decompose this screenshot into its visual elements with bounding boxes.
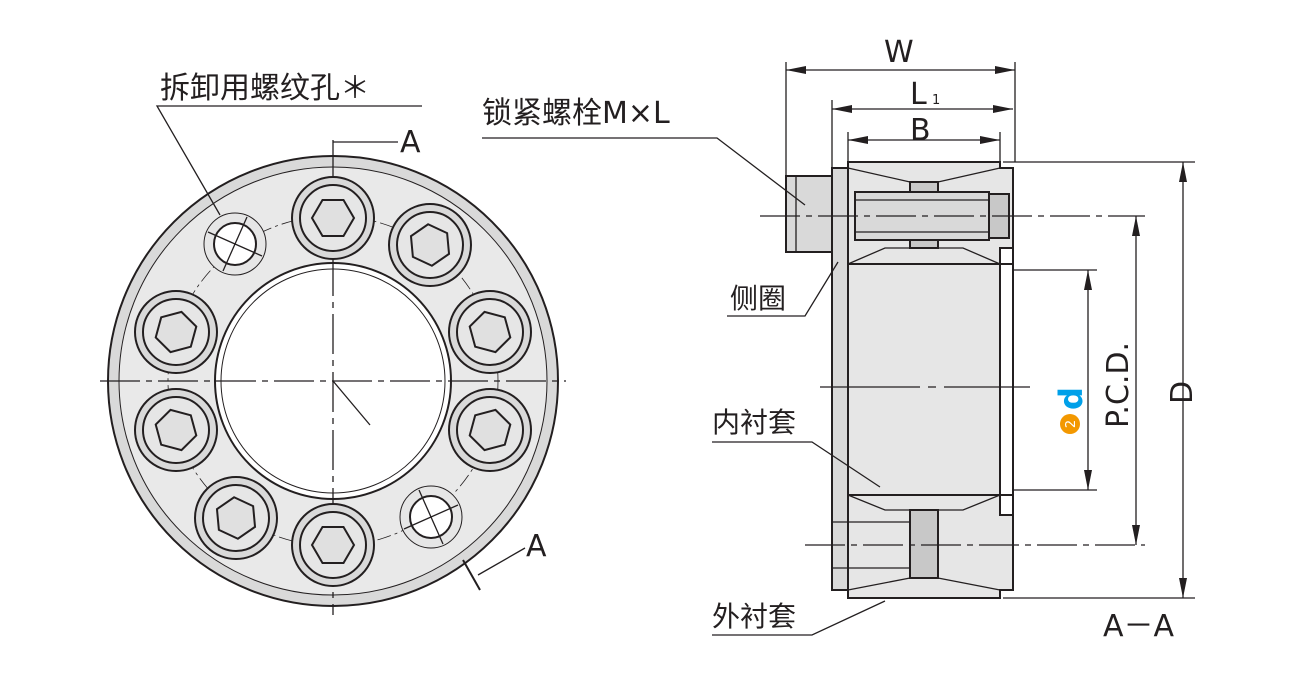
side-ring-leader <box>727 261 839 317</box>
dim-PCD-label: P.C.D. <box>1101 342 1136 428</box>
lock-bolt-head <box>785 175 833 253</box>
dim-B-label: B <box>910 113 931 148</box>
bolt-left-upper <box>134 290 218 374</box>
dim-D-label: D <box>1165 381 1200 404</box>
section-mark-top: A <box>400 125 421 160</box>
section-mark-bottom: A <box>526 529 547 564</box>
dim-L1-subscript: 1 <box>932 93 940 108</box>
outer-sleeve-leader <box>712 600 886 636</box>
bore-circle-number: 2 <box>1064 420 1079 428</box>
removal-hole-lower-right <box>399 485 463 549</box>
bolt-top <box>291 176 375 260</box>
section-line-bottom <box>462 559 481 591</box>
side-ring-label: 侧圈 <box>730 282 786 315</box>
inner-sleeve-body <box>847 263 1001 496</box>
inner-sleeve-label: 内衬套 <box>712 406 796 439</box>
lock-bolt-leader <box>482 137 806 206</box>
inner-sleeve-leader <box>712 441 881 488</box>
dim-W-label: W <box>884 35 914 70</box>
side-ring <box>831 167 849 591</box>
removal-hole-upper-left <box>203 212 267 276</box>
outer-sleeve-label: 外衬套 <box>712 600 796 633</box>
bore-d-label: d <box>1052 387 1090 410</box>
bore-circle-badge <box>1060 414 1080 434</box>
section-arrow-bottom <box>477 547 526 576</box>
bore-diameter-symbol: 2 d <box>1052 387 1090 434</box>
bolt-bottom <box>291 503 375 587</box>
section-view: W L 1 B 锁紧螺栓M×L 侧圈 内衬套 外衬套 A－A D P.C.D. … <box>482 35 1200 644</box>
bolt-right-lower <box>448 388 532 472</box>
bolt-right-upper <box>448 290 532 374</box>
lock-bolt-label: 锁紧螺栓M×L <box>482 96 670 131</box>
removal-hole-label: 拆卸用螺纹孔＊ <box>160 71 370 106</box>
bolt-neck-top <box>909 181 939 193</box>
section-title: A－A <box>1103 609 1175 644</box>
removal-hole-leader <box>155 105 422 216</box>
bolt-bottom-left <box>194 476 278 560</box>
radius-line <box>332 380 371 426</box>
bolt-top-right <box>388 203 472 287</box>
bolt-neck-bottom <box>909 239 939 249</box>
lower-bolt-slot <box>909 509 939 579</box>
front-view: 拆卸用螺纹孔＊ A A <box>100 71 566 615</box>
dim-L1-label: L <box>910 77 927 112</box>
bolt-left-lower <box>134 388 218 472</box>
